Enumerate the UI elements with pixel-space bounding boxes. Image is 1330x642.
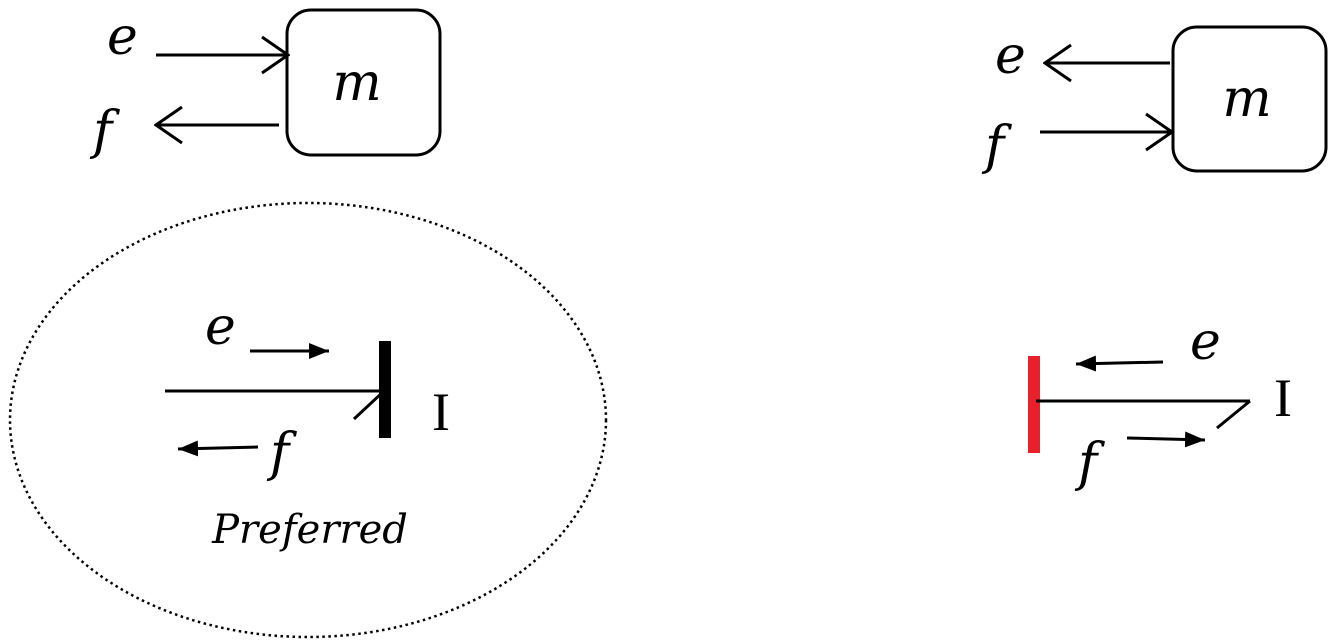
bottom-right-causal-stroke xyxy=(1028,356,1040,453)
top-right-m-block xyxy=(1171,25,1328,173)
top-left-m-label: m xyxy=(332,53,381,113)
bottom-left-flow-label: f xyxy=(266,423,297,483)
bottom-right-effort-arrow xyxy=(1075,355,1164,372)
bottom-right-flow-label: f xyxy=(1074,433,1105,493)
preferred-caption: Preferred xyxy=(211,507,408,553)
bottom-right-half-arrow xyxy=(1216,399,1251,430)
bottom-left-flow-arrow xyxy=(177,440,259,457)
top-left-signal-diagram: e f m xyxy=(89,7,442,161)
top-right-flow-label: f xyxy=(981,116,1012,176)
top-left-m-block xyxy=(285,8,442,157)
bottom-right-flow-arrow xyxy=(1126,431,1206,448)
top-right-m-label: m xyxy=(1222,69,1271,129)
top-right-signal-diagram: e f m xyxy=(981,25,1328,176)
bottom-right-inertia-label: I xyxy=(1274,368,1292,428)
bottom-left-causal-stroke xyxy=(379,341,391,438)
bottom-left-bond-diagram: e I f Preferred xyxy=(8,201,608,639)
top-left-flow-label: f xyxy=(89,101,120,161)
preferred-dotted-ellipse xyxy=(8,201,608,639)
bottom-right-effort-label: e xyxy=(1190,312,1221,372)
bottom-left-inertia-label: I xyxy=(432,382,450,442)
bottom-left-effort-label: e xyxy=(205,297,236,357)
top-left-effort-label: e xyxy=(107,7,138,67)
bottom-right-bond-diagram: e I f xyxy=(1028,312,1292,493)
top-right-effort-label: e xyxy=(995,26,1026,86)
